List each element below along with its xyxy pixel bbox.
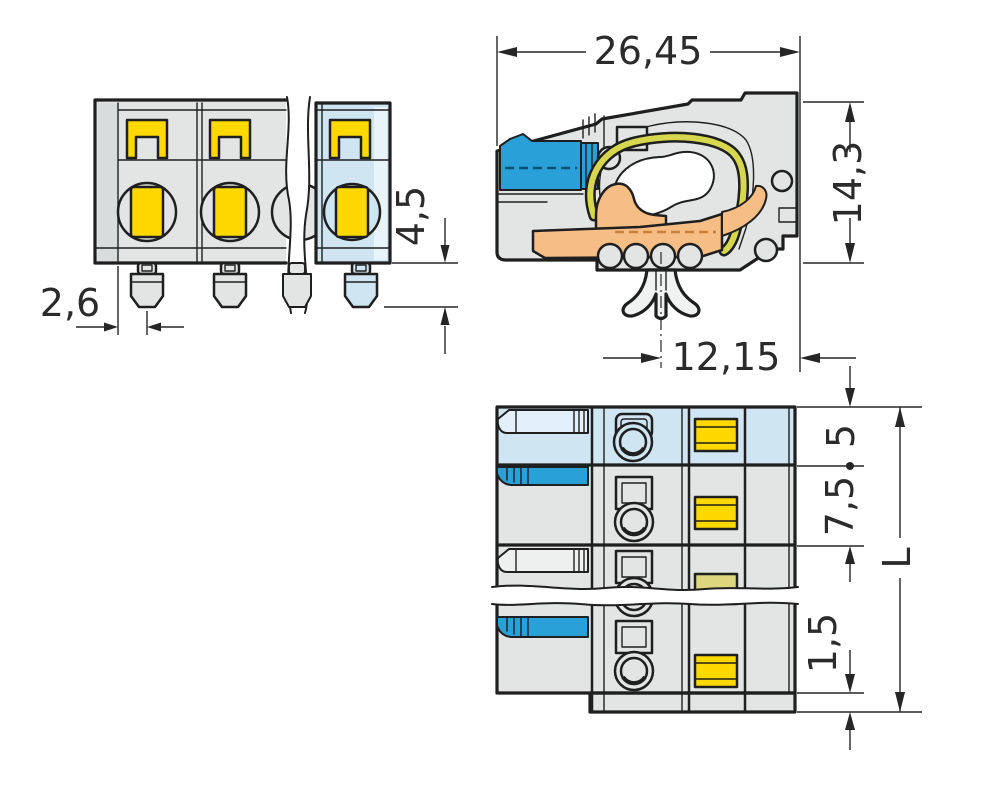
front-left-wall	[98, 103, 118, 261]
arrowhead-up-icon	[845, 712, 855, 730]
bottom-holes	[596, 242, 704, 270]
clamp-marker-yellow	[129, 185, 165, 239]
dim-foot-to-edge: 12,15	[603, 335, 856, 379]
lever-top-view	[496, 409, 589, 434]
dim-overall-length: L	[875, 407, 919, 712]
arrowhead-left-icon	[147, 322, 161, 332]
arrowhead-right-icon	[641, 353, 661, 363]
top-row-2	[496, 466, 739, 543]
front-module-2	[199, 118, 261, 243]
marker-field	[693, 417, 739, 453]
arrowhead-up-icon	[895, 407, 905, 427]
arrowhead-left-icon	[497, 47, 517, 57]
arrowhead-down-icon	[845, 674, 855, 693]
dim-edge-to-pin: 2,6	[40, 266, 184, 335]
dim-label-12-15: 12,15	[672, 335, 781, 379]
front-housing-outline	[93, 98, 288, 265]
dimension-dot	[846, 462, 854, 470]
dim-label-L: L	[875, 547, 919, 568]
solder-pin-highlighted	[343, 261, 379, 309]
dim-label-1-5: 1,5	[801, 613, 845, 673]
lever-blue-strip	[496, 616, 589, 638]
front-inner-lines	[94, 102, 287, 264]
arrowhead-right-icon	[780, 47, 800, 57]
dim-label-26-45: 26,45	[594, 29, 703, 73]
dim-overall-height: 14,3	[803, 101, 870, 264]
dim-label-14-3: 14,3	[826, 141, 870, 226]
lever-yellow	[125, 118, 169, 160]
lever-yellow	[208, 118, 252, 160]
lever-top-view	[496, 548, 589, 573]
dim-overall-width: 26,45	[496, 29, 801, 372]
arrowhead-up-icon	[440, 307, 450, 325]
marker-field	[693, 653, 739, 689]
dim-label-5: 5	[819, 424, 863, 448]
snap-in-foot	[621, 252, 701, 368]
dim-label-7-5: 7,5	[818, 476, 862, 536]
top-row-1	[496, 409, 739, 463]
arrowhead-right-icon	[104, 322, 118, 332]
front-module-1	[116, 118, 178, 243]
arrowhead-left-icon	[800, 353, 820, 363]
right-edge-notch	[778, 207, 798, 223]
top-column-dividers	[590, 405, 747, 714]
dim-pin-length: 4,5	[384, 186, 458, 354]
arrowhead-up-icon	[845, 102, 855, 122]
arrowhead-down-icon	[895, 692, 905, 712]
front-pins	[129, 261, 379, 309]
grip-ticks	[582, 113, 596, 139]
front-housing-body	[95, 100, 286, 263]
clamp-marker-yellow	[212, 185, 248, 239]
dim-label-4-5: 4,5	[389, 186, 433, 246]
front-module-highlighted	[314, 101, 392, 265]
top-break-line	[491, 584, 799, 607]
marker-field	[693, 495, 739, 531]
front-view	[93, 96, 392, 314]
busbar	[531, 182, 768, 260]
housing-hole	[770, 169, 794, 193]
solder-pin	[212, 261, 248, 309]
lever-blue-strip	[496, 466, 589, 486]
arrowhead-down-icon	[440, 245, 450, 263]
top-bottom-lip	[588, 691, 797, 714]
dim-pitch-group: 5 7,5 1,5	[797, 366, 922, 750]
arrowhead-down-icon	[845, 388, 855, 407]
clamp-marker-yellow	[334, 185, 370, 239]
top-view	[491, 405, 799, 714]
actuation-lever-side	[499, 133, 599, 191]
dim-label-2-6: 2,6	[40, 281, 100, 325]
front-break-partial-pin	[282, 262, 312, 308]
cage-clamp-spring	[584, 131, 750, 257]
top-body-outline	[495, 405, 797, 695]
top-row-4	[496, 616, 739, 692]
arrowhead-up-icon	[845, 546, 855, 564]
arrowhead-down-icon	[845, 243, 855, 263]
lever-yellow	[328, 118, 372, 160]
solder-pin	[129, 261, 165, 309]
housing-hole	[753, 237, 779, 263]
side-section-view	[495, 91, 799, 368]
